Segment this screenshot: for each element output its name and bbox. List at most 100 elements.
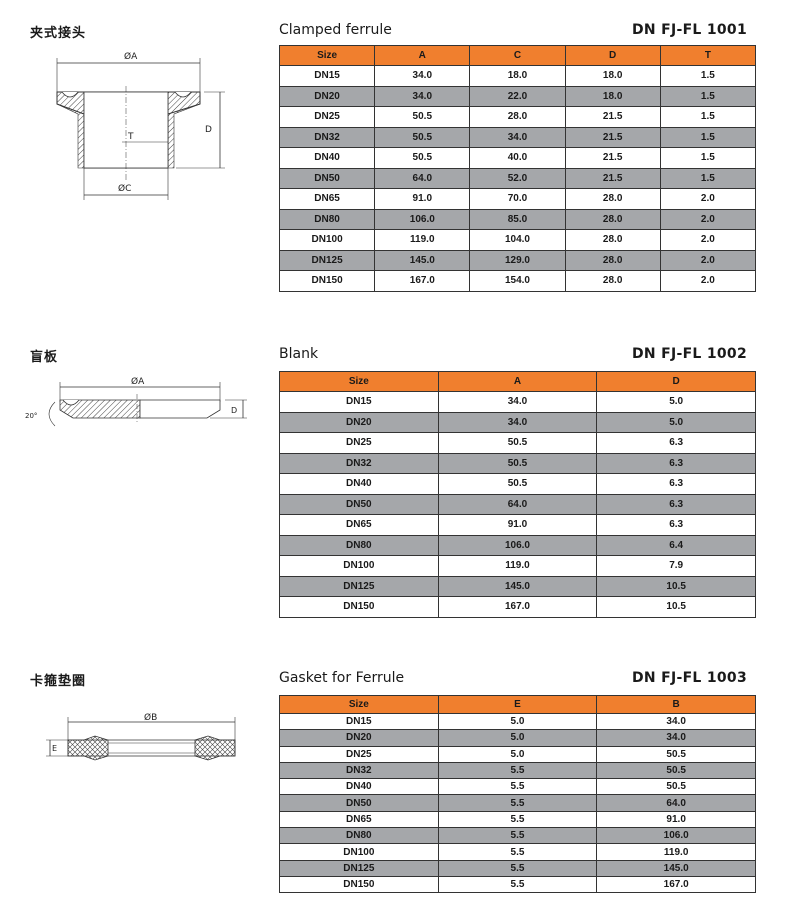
value-cell: 5.0 — [437, 729, 598, 747]
dim-label-a: ØA — [124, 51, 138, 62]
size-cell: DN50 — [278, 167, 376, 189]
size-cell: DN80 — [279, 827, 439, 845]
table-header-row: Size A D — [279, 371, 756, 392]
value-cell: 5.5 — [437, 827, 598, 845]
size-cell: DN100 — [279, 843, 439, 861]
value-cell: 21.5 — [564, 167, 661, 189]
column-header: B — [596, 695, 756, 714]
size-cell: DN150 — [279, 875, 439, 894]
size-cell: DN40 — [279, 473, 439, 495]
dim-label-c: ØC — [118, 183, 131, 194]
value-cell: 129.0 — [469, 249, 566, 271]
value-cell: 5.5 — [437, 778, 598, 796]
dim-label-b: ØB — [144, 712, 157, 723]
dim-label-t: T — [127, 132, 134, 142]
value-cell: 21.5 — [564, 147, 661, 169]
value-cell: 52.0 — [469, 167, 566, 189]
value-cell: 70.0 — [469, 188, 566, 210]
section-code: DN FJ-FL 1003 — [631, 670, 747, 686]
size-cell: DN125 — [278, 249, 376, 271]
column-header: D — [564, 45, 661, 66]
value-cell: 34.0 — [374, 85, 471, 107]
value-cell: 18.0 — [469, 65, 566, 87]
value-cell: 5.5 — [437, 859, 598, 877]
size-cell: DN65 — [279, 810, 439, 829]
column-header: D — [596, 371, 756, 392]
size-cell: DN25 — [279, 745, 439, 763]
value-cell: 7.9 — [596, 555, 756, 577]
value-cell: 167.0 — [374, 270, 471, 292]
section-cn-title: 卡箍垫圈 — [30, 674, 87, 689]
value-cell: 50.5 — [437, 452, 598, 474]
value-cell: 10.5 — [596, 596, 756, 618]
value-cell: 2.0 — [659, 188, 757, 210]
value-cell: 34.0 — [596, 729, 756, 747]
size-cell: DN32 — [279, 761, 439, 780]
value-cell: 5.5 — [437, 875, 598, 894]
value-cell: 5.0 — [437, 745, 598, 763]
value-cell: 5.5 — [437, 843, 598, 861]
value-cell: 167.0 — [437, 596, 598, 618]
value-cell: 2.0 — [659, 208, 757, 230]
column-header: A — [374, 45, 471, 66]
column-header: E — [437, 695, 598, 714]
section-cn-title: 夹式接头 — [30, 26, 87, 41]
size-cell: DN80 — [279, 534, 439, 556]
value-cell: 167.0 — [596, 875, 756, 894]
value-cell: 119.0 — [437, 555, 598, 577]
value-cell: 91.0 — [437, 514, 598, 536]
value-cell: 154.0 — [469, 270, 566, 292]
size-cell: DN25 — [278, 106, 376, 128]
value-cell: 106.0 — [596, 827, 756, 845]
size-cell: DN150 — [279, 596, 439, 618]
value-cell: 50.5 — [437, 432, 598, 454]
section-en-title: Clamped ferrule — [279, 22, 392, 38]
value-cell: 28.0 — [564, 229, 661, 251]
value-cell: 50.5 — [374, 126, 471, 148]
table-header-row: Size A C D T — [278, 45, 757, 66]
column-header: C — [469, 45, 566, 66]
value-cell: 50.5 — [374, 106, 471, 128]
value-cell: 6.3 — [596, 452, 756, 474]
value-cell: 1.5 — [659, 126, 757, 148]
value-cell: 28.0 — [564, 270, 661, 292]
value-cell: 1.5 — [659, 85, 757, 107]
size-cell: DN40 — [279, 778, 439, 796]
value-cell: 40.0 — [469, 147, 566, 169]
size-cell: DN150 — [278, 270, 376, 292]
column-header: Size — [279, 695, 439, 714]
value-cell: 5.5 — [437, 794, 598, 812]
value-cell: 145.0 — [596, 859, 756, 877]
value-cell: 6.3 — [596, 473, 756, 495]
value-cell: 106.0 — [437, 534, 598, 556]
size-cell: DN100 — [279, 555, 439, 577]
size-cell: DN25 — [279, 432, 439, 454]
value-cell: 18.0 — [564, 85, 661, 107]
value-cell: 2.0 — [659, 270, 757, 292]
value-cell: 106.0 — [374, 208, 471, 230]
size-cell: DN65 — [278, 188, 376, 210]
size-cell: DN50 — [279, 794, 439, 812]
value-cell: 64.0 — [596, 794, 756, 812]
value-cell: 1.5 — [659, 147, 757, 169]
size-cell: DN80 — [278, 208, 376, 230]
size-cell: DN20 — [279, 729, 439, 747]
